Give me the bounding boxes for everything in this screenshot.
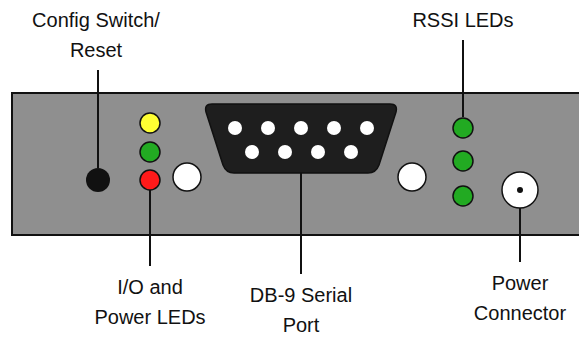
part-label: I/O and Power LEDs [91, 272, 209, 332]
mounting-screw [173, 163, 201, 191]
led [140, 170, 160, 190]
leader-line [97, 70, 99, 168]
power-pin [517, 187, 523, 193]
leader-line [149, 190, 151, 266]
config-switch [86, 168, 110, 192]
rssi-led [453, 151, 473, 171]
power-connector [502, 172, 538, 208]
rssi-led [453, 118, 473, 138]
mounting-screw [398, 163, 426, 191]
leader-line [300, 172, 302, 274]
led [140, 113, 160, 133]
led [140, 142, 160, 162]
leader-line [462, 40, 464, 117]
part-label: Power Connector [465, 268, 575, 328]
part-label: Config Switch/ Reset [21, 5, 171, 65]
connector-pins [228, 121, 374, 159]
part-label: RSSI LEDs [388, 5, 538, 35]
part-label: DB-9 Serial Port [241, 280, 361, 340]
rssi-led [453, 186, 473, 206]
db9-connector [206, 104, 397, 173]
leader-line [519, 208, 521, 262]
